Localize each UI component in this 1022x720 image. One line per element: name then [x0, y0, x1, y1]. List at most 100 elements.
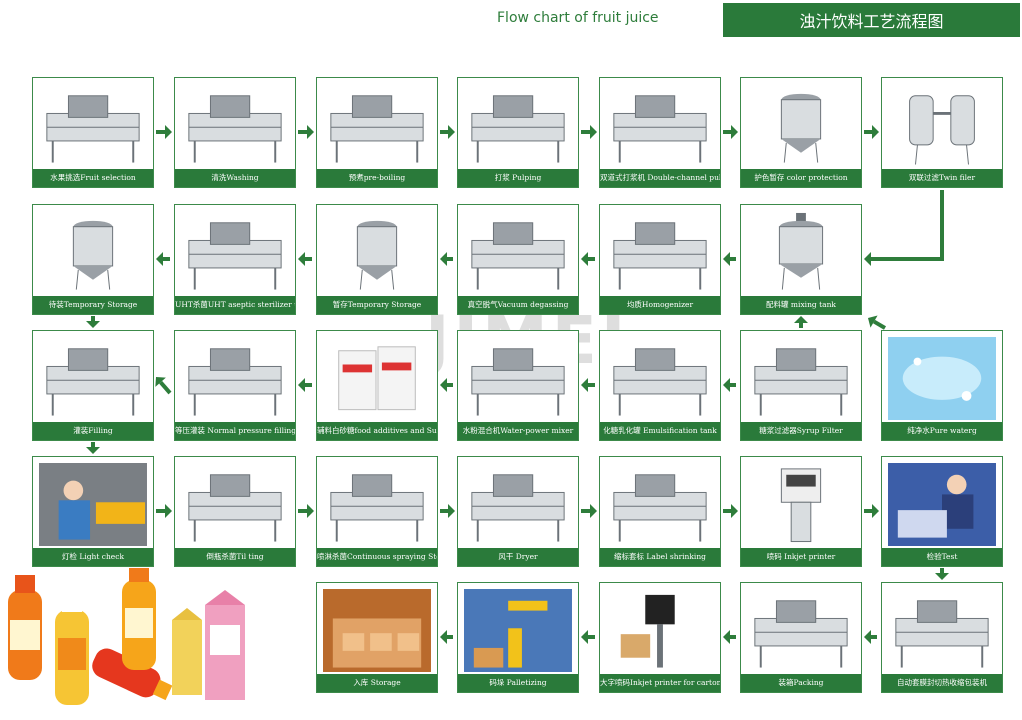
flow-arrow	[864, 504, 879, 518]
flow-arrow	[440, 378, 453, 392]
flow-arrow	[298, 378, 312, 392]
mixing-tank-icon	[778, 212, 824, 290]
flow-arrow	[156, 504, 172, 518]
step-label: 码垛 Palletizing	[458, 674, 578, 692]
process-step: 缩标套标 Label shrinking	[599, 456, 721, 567]
flow-arrow	[723, 630, 736, 644]
inkjet-printer-icon	[780, 468, 822, 543]
flow-arrow	[298, 125, 314, 139]
step-label: 大字喷码Inkjet printer for carton	[600, 674, 720, 692]
process-step: 双联过滤Twin filer	[881, 77, 1003, 188]
step-label: 待装Temporary Storage	[33, 296, 153, 314]
process-step: 护色暂存 color protection	[740, 77, 862, 188]
process-step: 清洗Washing	[174, 77, 296, 188]
packing-machine-icon	[754, 600, 848, 668]
robot-arm-icon	[464, 589, 572, 673]
filling-machine-icon	[46, 348, 140, 416]
process-step: 喷淋杀菌Continuous spraying Sterilizer	[316, 456, 438, 567]
process-step: 暂存Temporary Storage	[316, 204, 438, 315]
step-label: 真空脱气Vacuum degassing	[458, 296, 578, 314]
step-label: 纯净水Pure waterg	[882, 422, 1002, 440]
process-step: 喷码 Inkjet printer	[740, 456, 862, 567]
step-label: 风干 Dryer	[458, 548, 578, 566]
process-step: 预煮pre-boiling	[316, 77, 438, 188]
degasser-icon	[471, 222, 565, 290]
drum-washer-icon	[188, 95, 282, 163]
twin-filter-icon	[909, 95, 975, 165]
process-step: 均质Homogenizer	[599, 204, 721, 315]
dryer-icon	[471, 474, 565, 542]
inspection-icon	[888, 463, 996, 547]
flow-arrow	[864, 125, 879, 139]
process-step: 灯检 Light check	[32, 456, 154, 567]
step-label: 水果挑选Fruit selection	[33, 169, 153, 187]
flow-arrow	[868, 315, 887, 330]
flow-arrow	[581, 378, 595, 392]
step-label: 入库 Storage	[317, 674, 437, 692]
process-step: 水粉混合机Water-power mixer	[457, 330, 579, 441]
step-label: 双联过滤Twin filer	[882, 169, 1002, 187]
step-label: 配料罐 mixing tank	[741, 296, 861, 314]
process-step: 真空脱气Vacuum degassing	[457, 204, 579, 315]
flow-arrow	[864, 252, 882, 266]
flow-arrow	[156, 252, 170, 266]
process-step: 水果挑选Fruit selection	[32, 77, 154, 188]
juice-bottles-icon	[8, 568, 245, 705]
step-label: 等压灌装 Normal pressure filling	[175, 422, 295, 440]
flow-arrow	[581, 630, 595, 644]
flow-arrow	[723, 504, 738, 518]
flow-arrow	[440, 125, 455, 139]
page-title-cn: 浊汁饮料工艺流程图	[723, 3, 1020, 37]
flow-arrow	[155, 377, 172, 395]
step-label: 水粉混合机Water-power mixer	[458, 422, 578, 440]
step-label: 打浆 Pulping	[458, 169, 578, 187]
flow-arrow	[440, 630, 453, 644]
pulper-icon	[471, 95, 565, 163]
process-step: 自动套膜封切热收缩包装机	[881, 582, 1003, 693]
process-step: 等压灌装 Normal pressure filling	[174, 330, 296, 441]
process-step: 打浆 Pulping	[457, 77, 579, 188]
water-icon	[888, 337, 996, 421]
step-label: 装箱Packing	[741, 674, 861, 692]
shrink-wrapper-icon	[895, 600, 989, 668]
step-label: 化糖乳化罐 Emulsification tank	[600, 422, 720, 440]
flow-arrow	[723, 252, 736, 266]
sugar-bags-icon	[338, 346, 416, 411]
step-label: 灯检 Light check	[33, 548, 153, 566]
process-step: 化糖乳化罐 Emulsification tank	[599, 330, 721, 441]
step-label: 自动套膜封切热收缩包装机	[882, 674, 1002, 692]
process-step: 码垛 Palletizing	[457, 582, 579, 693]
step-label: 护色暂存 color protection	[741, 169, 861, 187]
mixer-icon	[471, 348, 565, 416]
flow-arrow	[723, 378, 736, 392]
process-step: 纯净水Pure waterg	[881, 330, 1003, 441]
screw-conveyor-icon	[330, 95, 424, 163]
process-step: 入库 Storage	[316, 582, 438, 693]
step-label: 糖浆过滤器Syrup Filter	[741, 422, 861, 440]
double-pulper-icon	[613, 95, 707, 163]
flow-arrow	[723, 125, 738, 139]
tank-icon	[72, 220, 114, 290]
process-step: 装箱Packing	[740, 582, 862, 693]
process-step: 风干 Dryer	[457, 456, 579, 567]
flow-arrow	[935, 568, 949, 580]
page-title-en: Flow chart of fruit juice	[497, 10, 659, 26]
process-step: 灌装Filling	[32, 330, 154, 441]
tank-icon	[780, 93, 822, 163]
step-label: 预煮pre-boiling	[317, 169, 437, 187]
conveyor-icon	[46, 95, 140, 163]
step-label: 清洗Washing	[175, 169, 295, 187]
step-label: 灌装Filling	[33, 422, 153, 440]
sterilizer-icon	[188, 222, 282, 290]
step-label: 辅料白砂糖food additives and Sugar	[317, 422, 437, 440]
step-label: 倒瓶杀菌Til ting	[175, 548, 295, 566]
flow-arrow	[880, 190, 944, 261]
process-step: UHT杀菌UHT aseptic sterilizer unit	[174, 204, 296, 315]
spray-sterilizer-icon	[330, 474, 424, 542]
warehouse-icon	[323, 589, 431, 673]
flow-arrow	[864, 630, 877, 644]
homogenizer-icon	[613, 222, 707, 290]
step-label: 喷码 Inkjet printer	[741, 548, 861, 566]
tank-icon	[356, 220, 398, 290]
step-label: 喷淋杀菌Continuous spraying Sterilizer	[317, 548, 437, 566]
